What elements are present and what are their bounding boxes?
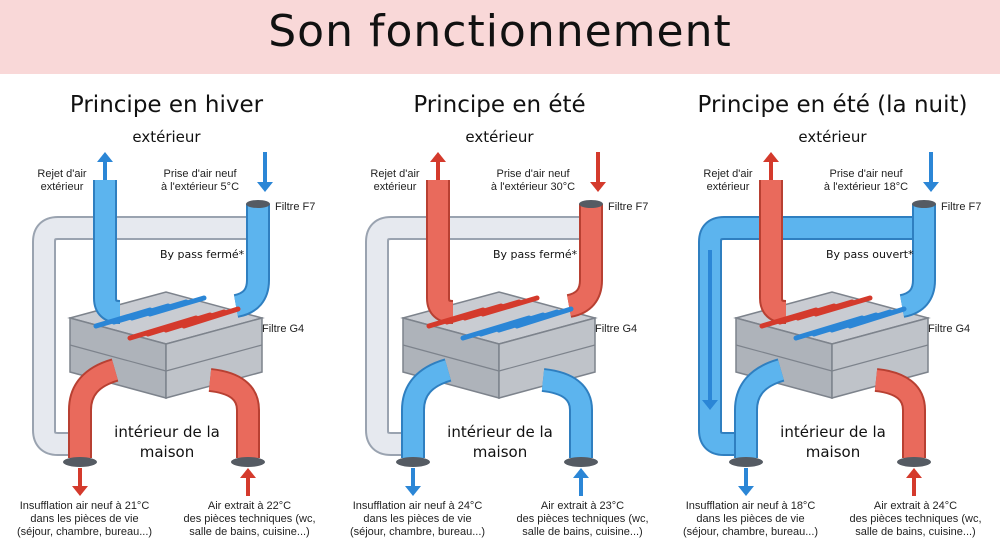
unit-diagram: [698, 152, 939, 496]
extrait-arrow: [240, 468, 256, 478]
prise-inlet: [912, 200, 936, 208]
exchanger-flow-line-secondary: [181, 306, 241, 329]
extrait-label: Air extrait à 24°C des pièces techniques…: [849, 500, 982, 538]
bypass-arrow: [702, 400, 718, 410]
prise-label: Prise d'air neuf à l'extérieur 18°C: [823, 168, 909, 193]
insufflation-pipe: [70, 360, 119, 458]
filtre-g4-label: Filtre G4: [262, 323, 305, 335]
interior-label: intérieur de la maison: [114, 423, 220, 461]
bypass-label: By pass fermé*: [493, 248, 578, 261]
extrait-arrow: [906, 468, 922, 478]
insufflation-vent: [63, 457, 97, 467]
extrait-vent: [564, 457, 598, 467]
filtre-g4-label: Filtre G4: [928, 323, 971, 335]
extrait-label: Air extrait à 23°C des pièces techniques…: [516, 500, 649, 538]
prise-arrow: [923, 182, 939, 192]
extrait-vent: [897, 457, 931, 467]
rejet-pipe: [428, 180, 454, 322]
exchanger-flow-line: [147, 295, 207, 317]
prise-arrow: [590, 182, 606, 192]
extrait-pipe: [874, 370, 924, 458]
extrait-label: Air extrait à 22°C des pièces techniques…: [183, 500, 316, 538]
exchanger-flow-line: [480, 295, 540, 317]
rejet-label: Rejet d'air extérieur: [703, 168, 753, 193]
extrait-pipe: [208, 370, 258, 458]
exchanger-divider-left: [69, 344, 167, 372]
insufflation-pipe: [736, 360, 785, 458]
prise-label: Prise d'air neuf à l'extérieur 30°C: [490, 168, 576, 193]
prise-inlet: [246, 200, 270, 208]
exchanger-divider-right: [165, 344, 263, 372]
insufflation-vent: [396, 457, 430, 467]
insufflation-arrow: [72, 486, 88, 496]
insufflation-label: Insufflation air neuf à 24°C dans les pi…: [349, 500, 486, 538]
prise-arrow: [257, 182, 273, 192]
prise-pipe: [233, 204, 268, 316]
insufflation-arrow: [405, 486, 421, 496]
exchanger-flow-line-secondary: [847, 306, 907, 329]
rejet-label: Rejet d'air extérieur: [370, 168, 420, 193]
exchanger-divider-right: [498, 344, 596, 372]
exchanger-flow-line: [813, 295, 873, 317]
exterior-label: extérieur: [132, 128, 201, 146]
rejet-arrow: [763, 152, 779, 162]
bypass-pipe: [34, 208, 268, 454]
panel-title: Principe en été: [413, 92, 586, 118]
page-title: Son fonctionnement: [268, 6, 732, 57]
prise-pipe: [899, 204, 934, 316]
filtre-f7-label: Filtre F7: [608, 201, 649, 213]
bypass-label: By pass fermé*: [160, 248, 245, 261]
rejet-pipe: [761, 180, 787, 322]
insufflation-pipe: [403, 360, 452, 458]
unit-diagram: [32, 152, 273, 496]
exchanger-divider-right: [831, 344, 929, 372]
exchanger-flow-line-secondary: [514, 306, 574, 329]
exchanger-divider-left: [735, 344, 833, 372]
prise-label: Prise d'air neuf à l'extérieur 5°C: [160, 168, 240, 193]
title-banner: [0, 0, 1000, 74]
insufflation-vent: [729, 457, 763, 467]
bypass-label: By pass ouvert*: [826, 248, 914, 261]
unit-diagram: [365, 152, 606, 496]
panel-title: Principe en été (la nuit): [697, 92, 968, 118]
extrait-vent: [231, 457, 265, 467]
extrait-arrow: [573, 468, 589, 478]
interior-label: intérieur de la maison: [447, 423, 553, 461]
rejet-arrow: [430, 152, 446, 162]
insufflation-label: Insufflation air neuf à 18°C dans les pi…: [682, 500, 819, 538]
extrait-pipe: [541, 370, 591, 458]
filtre-g4-label: Filtre G4: [595, 323, 638, 335]
prise-inlet: [579, 200, 603, 208]
exterior-label: extérieur: [465, 128, 534, 146]
rejet-label: Rejet d'air extérieur: [37, 168, 87, 193]
prise-pipe: [566, 204, 601, 316]
bypass-pipe: [367, 208, 601, 454]
exchanger-divider-left: [402, 344, 500, 372]
rejet-pipe: [95, 180, 121, 322]
filtre-f7-label: Filtre F7: [275, 201, 316, 213]
insufflation-arrow: [738, 486, 754, 496]
interior-label: intérieur de la maison: [780, 423, 886, 461]
insufflation-label: Insufflation air neuf à 21°C dans les pi…: [16, 500, 153, 538]
panel-title: Principe en hiver: [69, 92, 264, 118]
bypass-pipe: [700, 208, 934, 454]
filtre-f7-label: Filtre F7: [941, 201, 982, 213]
rejet-arrow: [97, 152, 113, 162]
exterior-label: extérieur: [798, 128, 867, 146]
